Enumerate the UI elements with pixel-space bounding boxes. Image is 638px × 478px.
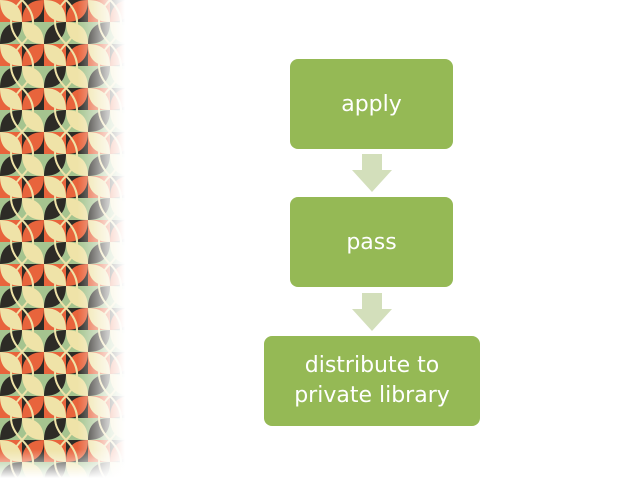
flow-step-label: distribute to private library [294,353,450,408]
decorative-pattern-strip [0,0,125,478]
flow-step-pass: pass [290,197,453,287]
flow-step-label: pass [346,229,397,255]
down-arrow-icon [352,154,392,192]
flow-step-distribute: distribute to private library [264,336,480,426]
flow-step-label: apply [341,91,402,117]
flow-step-apply: apply [290,59,453,149]
down-arrow-icon [352,293,392,331]
